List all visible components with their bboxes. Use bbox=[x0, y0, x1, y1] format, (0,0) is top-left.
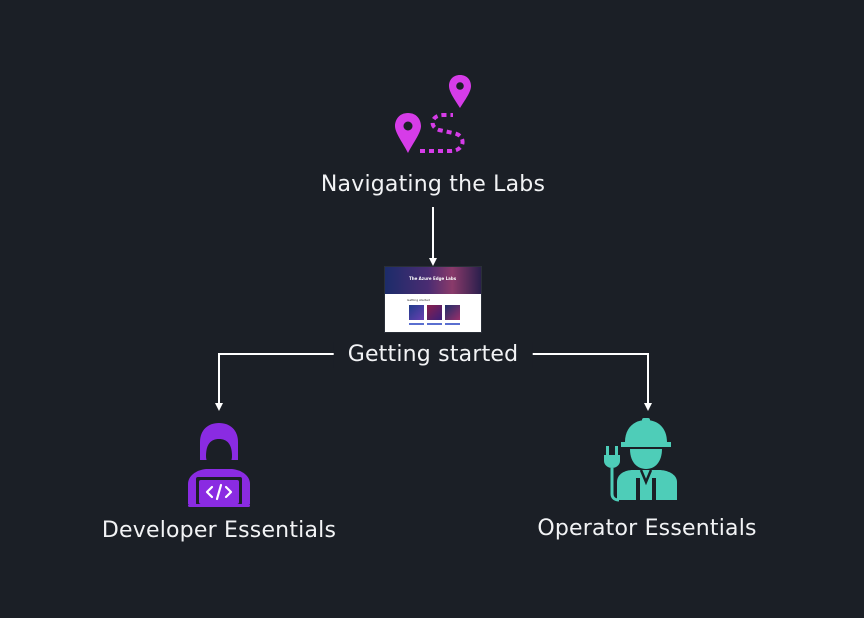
thumbnail-bar bbox=[445, 323, 460, 325]
thumbnail-bar bbox=[409, 323, 424, 325]
thumbnail-bar bbox=[427, 323, 442, 325]
node-label-operator: Operator Essentials bbox=[537, 516, 757, 541]
arrow-start-to-developer bbox=[215, 353, 334, 411]
thumbnail-subtext: Getting started bbox=[407, 298, 430, 302]
node-label-navigating: Navigating the Labs bbox=[320, 172, 546, 197]
thumbnail-card bbox=[409, 305, 424, 320]
thumbnail-card bbox=[427, 305, 442, 320]
arrow-start-to-operator bbox=[530, 353, 652, 411]
thumbnail-hero: The Azure Edge Labs bbox=[385, 267, 481, 294]
developer-laptop-icon bbox=[188, 423, 250, 507]
thumbnail-card bbox=[445, 305, 460, 320]
node-label-developer: Developer Essentials bbox=[101, 518, 337, 543]
node-label-getting-started: Getting started bbox=[333, 342, 533, 368]
thumbnail-cards bbox=[409, 305, 460, 320]
map-route-pins-icon bbox=[395, 75, 471, 153]
thumbnail-card-bars bbox=[409, 323, 460, 325]
thumbnail-hero-text: The Azure Edge Labs bbox=[409, 276, 457, 281]
engineer-hardhat-plug-icon bbox=[604, 418, 677, 502]
getting-started-thumbnail[interactable]: The Azure Edge Labs Getting started bbox=[385, 267, 481, 332]
